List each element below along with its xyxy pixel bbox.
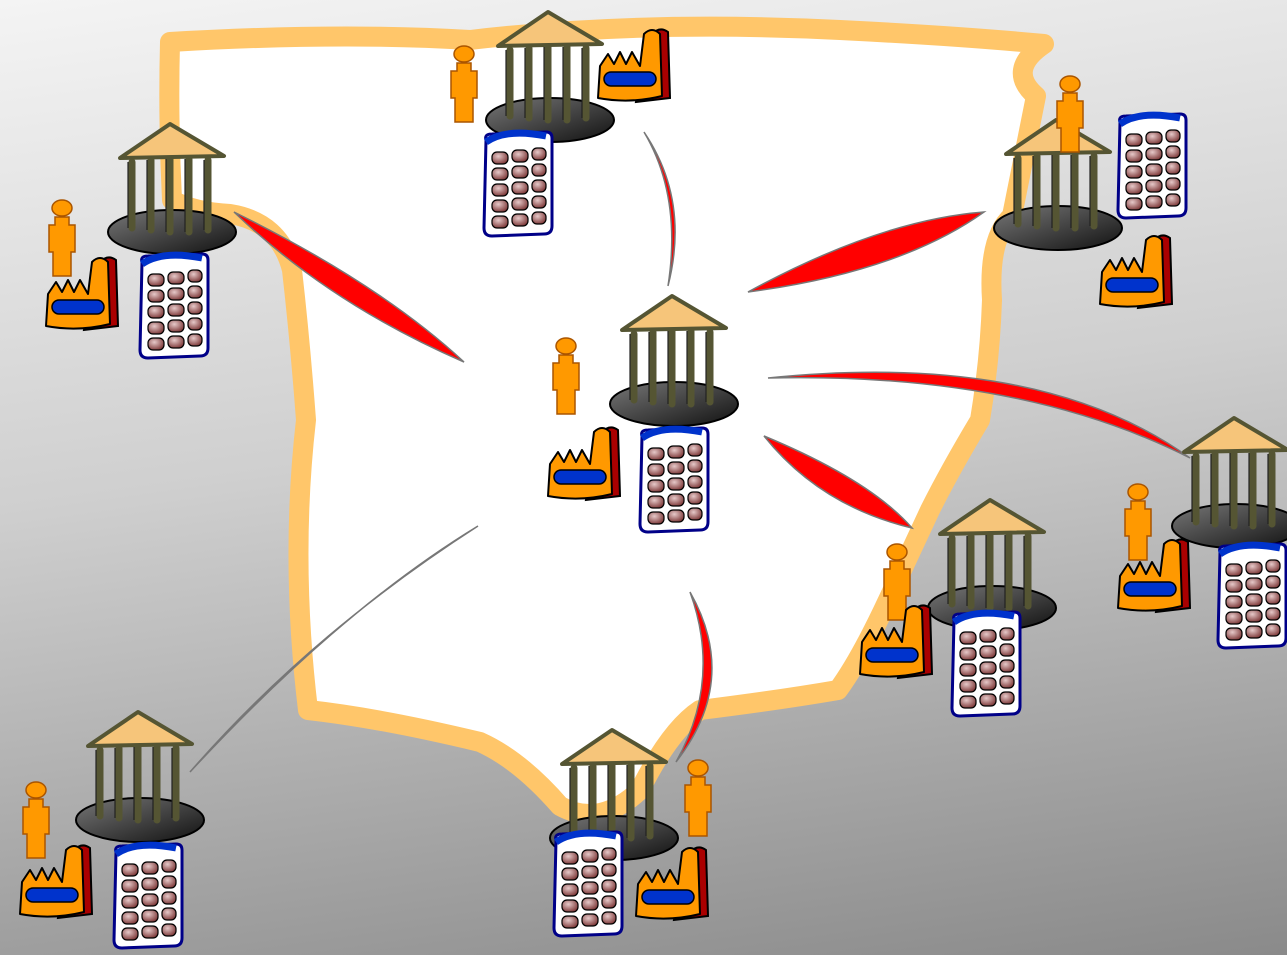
government-building-icon — [1172, 418, 1287, 548]
person-icon — [48, 199, 76, 277]
node-east — [1117, 418, 1287, 648]
person-icon — [450, 45, 478, 123]
factory-icon — [1099, 234, 1173, 309]
connectors-layer — [189, 131, 1191, 773]
connector-south — [675, 591, 713, 763]
connector-northeast — [747, 211, 987, 293]
connector-southwest — [189, 525, 479, 773]
person-icon — [684, 759, 712, 837]
connector-northwest — [233, 211, 465, 363]
data-storage-icon — [484, 132, 552, 236]
data-storage-icon — [140, 254, 208, 358]
person-icon — [22, 781, 50, 859]
person-icon — [552, 337, 580, 415]
node-northwest — [45, 124, 236, 358]
government-building-icon — [76, 712, 204, 842]
factory-icon — [635, 846, 709, 921]
node-southwest — [19, 712, 204, 948]
data-storage-icon — [554, 832, 622, 936]
connector-north — [643, 131, 676, 287]
data-storage-icon — [114, 844, 182, 948]
connector-southeast — [763, 435, 915, 530]
data-storage-icon — [952, 612, 1020, 716]
node-south — [550, 730, 712, 936]
person-icon — [1124, 483, 1152, 561]
connector-east — [767, 371, 1191, 459]
data-storage-icon — [640, 428, 708, 532]
person-icon — [1056, 75, 1084, 153]
data-storage-icon — [1218, 544, 1286, 648]
data-storage-icon — [1118, 114, 1186, 218]
territory-map-shape — [159, 16, 1054, 824]
